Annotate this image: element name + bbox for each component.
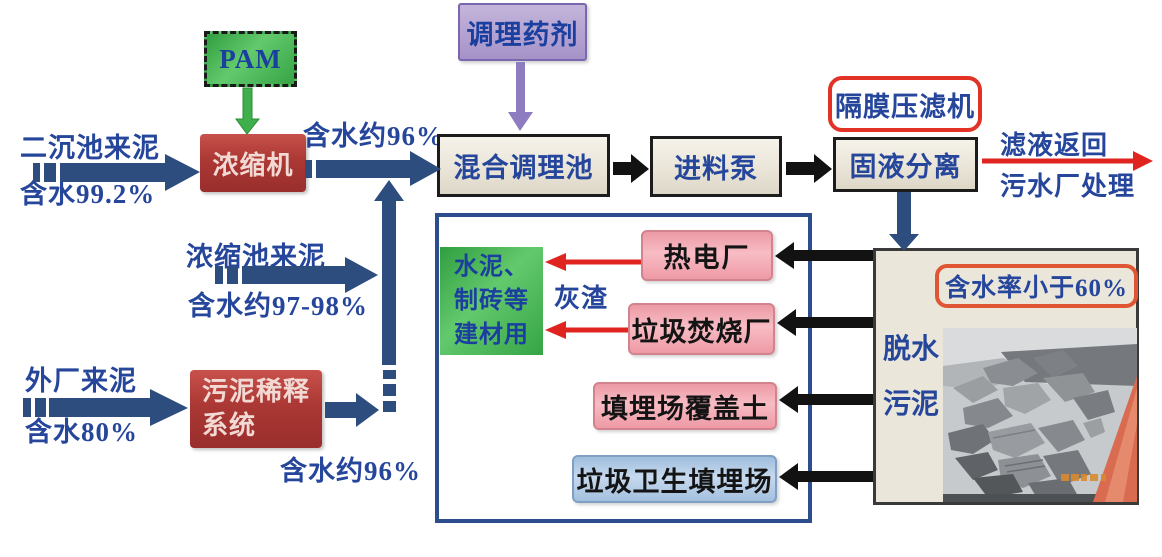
thermal-power-plant-label: 热电厂 [663,243,751,273]
after-thickener-moisture-label: 含水约96% [303,121,444,151]
conditioning-agent-label: 调理药剂 [466,19,579,50]
building-materials-line3: 建材用 [454,322,529,349]
sludge-dilution-label-line1: 污泥稀释 [202,377,311,407]
building-materials-line1: 水泥、 [454,253,529,280]
external-plant-moisture-label: 含水80% [25,417,138,447]
arrow-pam-to-thickener [235,87,261,135]
dewatered-sludge-label: 脱水 污泥 [883,323,939,432]
arrow-separation-to-panel [889,192,919,251]
arrow-vertical-merge-up [374,180,404,412]
waste-incineration-plant-label: 垃圾焚烧厂 [631,316,772,347]
thickening-tank-sludge-label: 浓缩池来泥 [186,242,326,272]
filter-press-box: 隔膜压滤机 [828,76,982,132]
sludge-dilution-label-line2: 系统 [202,411,257,440]
feed-pump-box: 进料泵 [650,136,782,197]
arrow-thickener-to-mixing-tank [305,151,441,186]
photo-watermark [1061,474,1106,481]
thickener-box: 浓缩机 [200,134,306,192]
dewatered-sludge-photo [943,328,1137,502]
arrow-pump-to-separation [786,154,832,183]
disposal-routes-container [435,213,812,523]
mixing-tank-label: 混合调理池 [453,153,594,183]
after-dilution-moisture-label: 含水约96% [280,456,421,486]
thickener-label: 浓缩机 [212,150,294,180]
dewatered-sludge-label-line2: 污泥 [883,388,940,420]
landfill-cover-soil-box: 填埋场覆盖土 [593,382,777,430]
arrow-mixing-to-pump [613,154,649,183]
sanitary-landfill-box: 垃圾卫生填埋场 [572,455,777,503]
building-materials-box: 水泥、 制砖等 建材用 [440,247,543,355]
landfill-cover-soil-label: 填埋场覆盖土 [601,393,769,424]
mixing-tank-box: 混合调理池 [437,134,610,197]
external-plant-sludge-label: 外厂来泥 [25,366,137,396]
solid-liquid-separation-box: 固液分离 [833,137,978,192]
cake-moisture-label: 含水率小于60% [944,275,1128,302]
arrow-dilution-out [325,393,379,427]
secondary-tank-sludge-label: 二沉池来泥 [20,133,160,163]
conditioning-agent-box: 调理药剂 [458,3,587,61]
arrow-agent-to-mixing-tank [508,62,533,131]
sludge-dilution-box: 污泥稀释 系统 [190,370,322,448]
dewatered-sludge-label-line1: 脱水 [883,334,940,365]
filtrate-return-label-line2: 污水厂处理 [1000,172,1136,201]
thickening-tank-moisture-label: 含水约97-98% [188,291,368,321]
thermal-power-plant-box: 热电厂 [641,230,773,281]
feed-pump-label: 进料泵 [674,154,758,184]
sanitary-landfill-label: 垃圾卫生填埋场 [576,466,773,497]
pam-box: PAM [204,31,297,87]
filtrate-return-label-line1: 滤液返回 [1000,131,1109,160]
ash-residue-label: 灰渣 [554,284,609,313]
pam-label: PAM [219,43,282,74]
cake-moisture-badge: 含水率小于60% [935,264,1138,308]
waste-incineration-plant-box: 垃圾焚烧厂 [628,303,775,355]
secondary-tank-moisture-label: 含水99.2% [20,179,156,209]
building-materials-line2: 制砖等 [454,287,529,314]
filter-press-label: 隔膜压滤机 [835,91,975,122]
solid-liquid-separation-label: 固液分离 [849,152,962,182]
dewatered-sludge-panel: 含水率小于60% 脱水 污泥 [873,248,1139,505]
